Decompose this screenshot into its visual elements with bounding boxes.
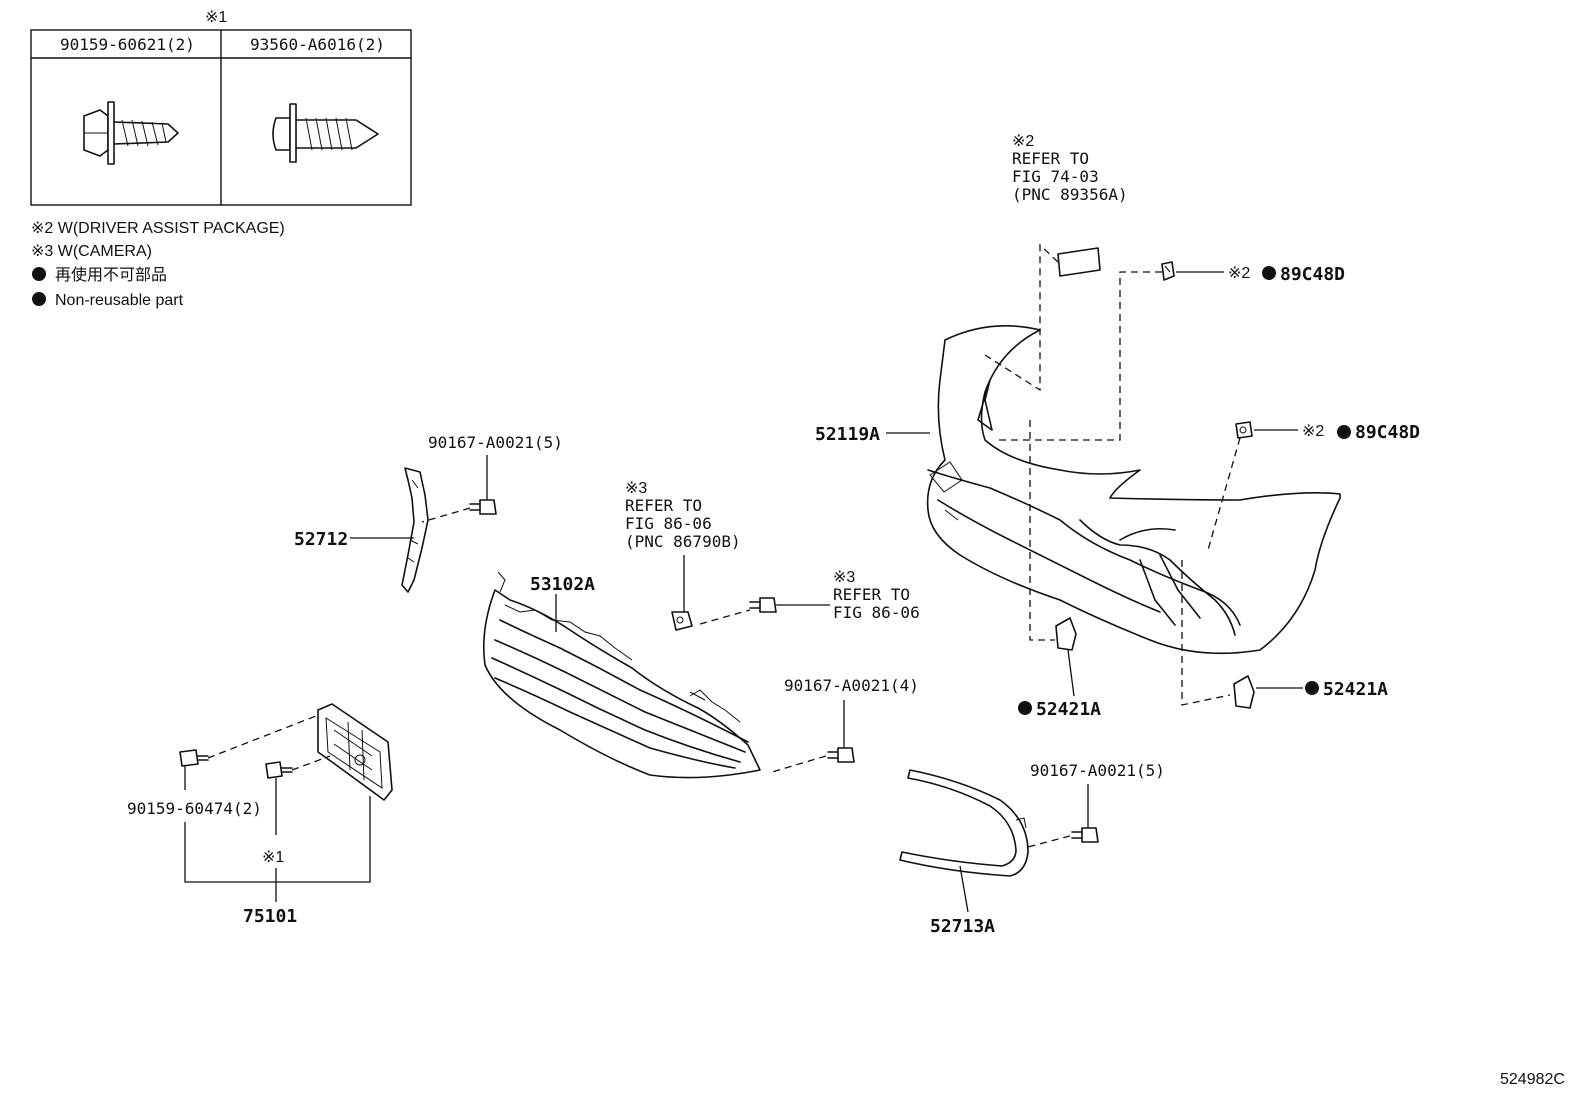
ref-pnc-89356a: (PNC 89356A) xyxy=(1012,185,1128,204)
ref-refer-to-74: REFER TO xyxy=(1012,149,1089,168)
notes-block: ※2 W(DRIVER ASSIST PACKAGE) ※3 W(CAMERA)… xyxy=(31,220,285,309)
label-52712: 52712 xyxy=(294,529,348,550)
bolt-camera-icon xyxy=(749,597,777,613)
bolt-90167-icon xyxy=(469,499,497,515)
non-reusable-bullet-icon xyxy=(1305,681,1319,695)
figure-id: 524982C xyxy=(1500,1071,1565,1088)
screw-93560-icon xyxy=(265,761,293,779)
label-90159-60474: 90159-60474(2) xyxy=(127,799,262,818)
label-53102a: 53102A xyxy=(530,574,595,595)
label-75101: 75101 xyxy=(243,906,297,927)
clip-52421a-right xyxy=(1233,675,1255,709)
ref-mark-2-top: ※2 xyxy=(1012,133,1034,150)
label-52421a-left: 52421A xyxy=(1036,699,1101,720)
tapping-screw-icon xyxy=(272,103,379,163)
camera-bracket-icon xyxy=(671,611,693,631)
license-bracket-75101 xyxy=(317,703,393,801)
sensor-cover-89356a xyxy=(1057,247,1101,277)
bolt-90159-60474-icon xyxy=(179,749,209,767)
note-non-reusable-en: Non-reusable part xyxy=(55,292,184,309)
bolt-90167-grille-icon xyxy=(827,747,855,763)
non-reusable-bullet-icon xyxy=(1337,425,1351,439)
ref-refer-to-86-bolt: REFER TO xyxy=(833,585,910,604)
label-90167-a0021-4: 90167-A0021(4) xyxy=(784,676,919,695)
label-90167-a0021-5-right: 90167-A0021(5) xyxy=(1030,761,1165,780)
non-reusable-bullet-icon xyxy=(1262,266,1276,280)
ref-mark-3-bolt: ※3 xyxy=(833,569,855,586)
mark-2-upper: ※2 xyxy=(1228,265,1250,282)
ref-fig-74-03: FIG 74-03 xyxy=(1012,167,1099,186)
ref-refer-to-86-camera: REFER TO xyxy=(625,496,702,515)
bracket-52712 xyxy=(401,467,429,593)
label-52119a: 52119A xyxy=(815,424,880,445)
label-52421a-right: 52421A xyxy=(1323,679,1388,700)
fastener-legend-box: ※1 90159-60621(2) 93560-A6016(2) xyxy=(30,9,412,206)
legend-header-mark: ※1 xyxy=(205,9,227,26)
non-reusable-bullet-icon xyxy=(32,292,46,306)
bolt-90167-garnish-icon xyxy=(1071,827,1099,843)
non-reusable-bullet-icon xyxy=(32,267,46,281)
label-52713a: 52713A xyxy=(930,916,995,937)
mark-1-screw: ※1 xyxy=(262,849,284,866)
note-camera: ※3 W(CAMERA) xyxy=(31,243,152,260)
ref-mark-3-camera: ※3 xyxy=(625,480,647,497)
ref-fig-86-06-bolt: FIG 86-06 xyxy=(833,603,920,622)
mark-2-lower: ※2 xyxy=(1302,423,1324,440)
clip-52421a-left xyxy=(1055,617,1077,651)
grille-53102a xyxy=(482,571,761,779)
hex-bolt-icon xyxy=(83,101,179,165)
bumper-cover-52119a xyxy=(926,325,1341,655)
sensor-bracket-upper-89c48d xyxy=(1161,261,1175,281)
garnish-52713a xyxy=(899,769,1029,877)
note-driver-assist: ※2 W(DRIVER ASSIST PACKAGE) xyxy=(31,220,285,237)
sensor-bracket-lower-89c48d xyxy=(1235,421,1253,439)
ref-fig-86-06-camera: FIG 86-06 xyxy=(625,514,712,533)
legend-part-90159-60621: 90159-60621(2) xyxy=(60,35,195,54)
note-non-reusable-jp: 再使用不可部品 xyxy=(55,266,167,284)
legend-part-93560-a6016: 93560-A6016(2) xyxy=(250,35,385,54)
ref-pnc-86790b: (PNC 86790B) xyxy=(625,532,741,551)
label-90167-a0021-5-left: 90167-A0021(5) xyxy=(428,433,563,452)
label-89c48d-upper: 89C48D xyxy=(1280,264,1345,285)
label-89c48d-lower: 89C48D xyxy=(1355,422,1420,443)
non-reusable-bullet-icon xyxy=(1018,701,1032,715)
